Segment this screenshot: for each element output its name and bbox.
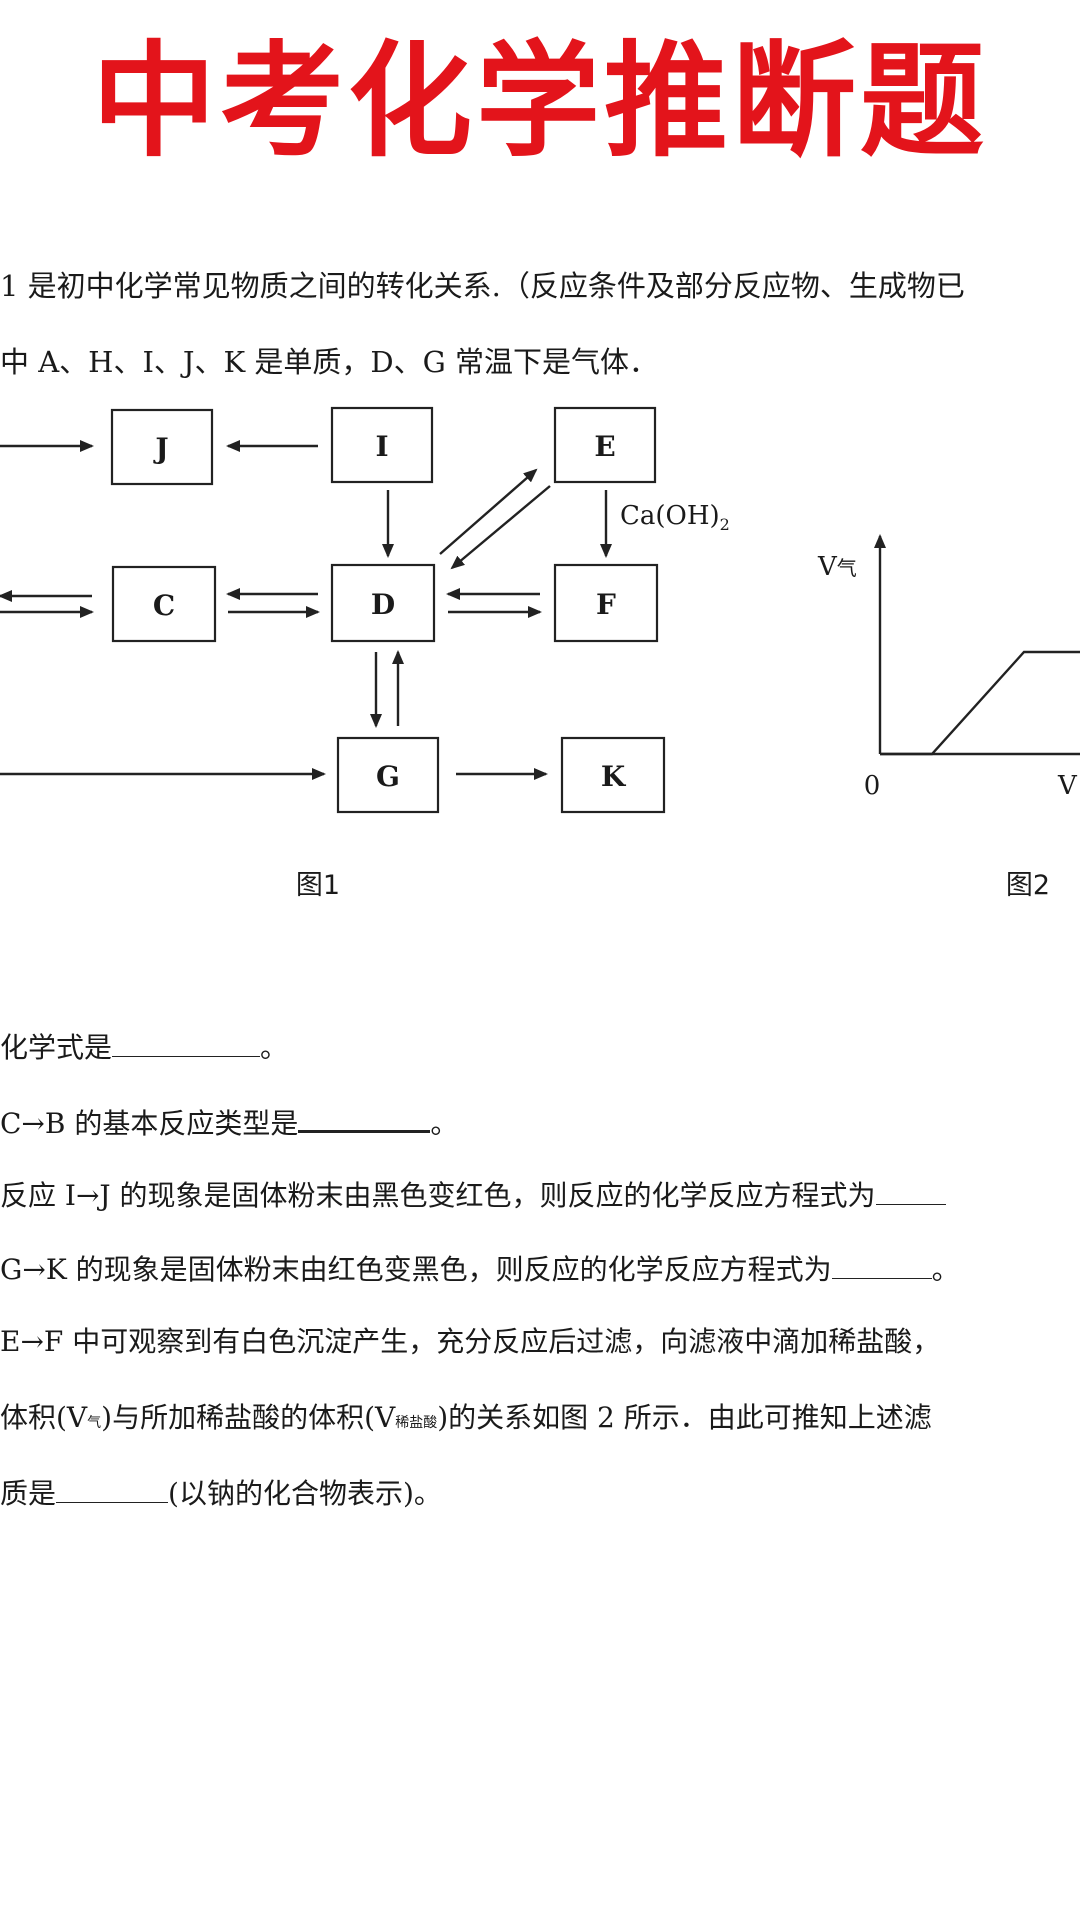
question-2-end: 。 bbox=[430, 1107, 459, 1140]
node-g-label: G bbox=[376, 760, 400, 793]
answer-blank-3[interactable] bbox=[875, 1180, 946, 1205]
question-5-line-3: 质是 (以钠的化合物表示)。 bbox=[0, 1478, 442, 1508]
question-5-line-1: E→F 中可观察到有白色沉淀产生，充分反应后过滤，向滤液中滴加稀盐酸， bbox=[0, 1328, 940, 1356]
question-5-text-2a: 体积(V bbox=[0, 1401, 88, 1434]
node-i: I bbox=[330, 406, 434, 484]
arrow-e-to-d bbox=[450, 485, 551, 570]
node-i-label: I bbox=[375, 430, 388, 463]
question-2: C→B 的基本反应类型是 。 bbox=[0, 1106, 458, 1138]
question-4-end: 。 bbox=[931, 1253, 960, 1286]
question-5-text-3: 质是 bbox=[0, 1477, 57, 1510]
question-3-text: 反应 I→J 的现象是固体粉末由黑色变红色，则反应的化学反应方程式为 bbox=[0, 1179, 876, 1212]
node-c: C bbox=[111, 565, 217, 643]
question-3: 反应 I→J 的现象是固体粉末由黑色变红色，则反应的化学反应方程式为 bbox=[0, 1180, 946, 1210]
question-5-text-2b: )与所加稀盐酸的体积(V bbox=[101, 1401, 396, 1434]
figure2-origin-label: 0 bbox=[864, 771, 881, 801]
node-d-label: D bbox=[371, 588, 395, 621]
figure2-caption: 图2 bbox=[1006, 870, 1050, 901]
figure2-y-label-main: V bbox=[817, 552, 838, 582]
answer-blank-4[interactable] bbox=[831, 1254, 932, 1279]
node-e-label: E bbox=[594, 430, 615, 463]
question-1-text: 化学式是 bbox=[0, 1031, 113, 1064]
intro-line-1: 1 是初中化学常见物质之间的转化关系.（反应条件及部分反应物、生成物已 bbox=[0, 269, 965, 303]
figure1-caption: 图1 bbox=[296, 870, 340, 901]
question-1: 化学式是 。 bbox=[0, 1032, 288, 1062]
question-1-end: 。 bbox=[260, 1031, 289, 1064]
figure2-plot: V气 0 V bbox=[817, 534, 1080, 801]
reagent-subscript: 2 bbox=[720, 515, 730, 534]
question-4: G→K 的现象是固体粉末由红色变黑色，则反应的化学反应方程式为 。 bbox=[0, 1254, 960, 1284]
node-f-label: F bbox=[596, 588, 616, 621]
reagent-formula: Ca(OH) bbox=[620, 501, 720, 531]
node-c-label: C bbox=[153, 589, 175, 622]
question-5-end: (以钠的化合物表示)。 bbox=[168, 1477, 442, 1510]
figure2-y-label: V气 bbox=[817, 552, 857, 582]
question-5-line-2: 体积(V气)与所加稀盐酸的体积(V稀盐酸)的关系如图 2 所示．由此可推知上述滤 bbox=[0, 1404, 932, 1432]
arrow-d-to-e bbox=[439, 468, 538, 555]
node-g: G bbox=[336, 736, 440, 814]
answer-blank-2[interactable] bbox=[298, 1106, 431, 1133]
question-2-text: C→B 的基本反应类型是 bbox=[0, 1107, 299, 1140]
figure2-y-label-sub: 气 bbox=[837, 556, 857, 580]
node-k-label: K bbox=[601, 760, 627, 793]
figures: J I E C D F G K Ca(OH)2 图1 bbox=[0, 406, 1080, 901]
node-f: F bbox=[553, 563, 659, 643]
question-5-sub-acid: 稀盐酸 bbox=[395, 1415, 438, 1431]
question-5-text-1: E→F 中可观察到有白色沉淀产生，充分反应后过滤，向滤液中滴加稀盐酸， bbox=[0, 1325, 941, 1358]
figure2-x-label: V bbox=[1057, 771, 1078, 801]
answer-blank-1[interactable] bbox=[112, 1032, 261, 1057]
question-4-text: G→K 的现象是固体粉末由红色变黑色，则反应的化学反应方程式为 bbox=[0, 1253, 832, 1286]
figure2-curve bbox=[880, 650, 1080, 756]
intro-line-2: 中 A、H、I、J、K 是单质，D、G 常温下是气体． bbox=[0, 345, 659, 379]
page-title: 中考化学推断题 bbox=[91, 30, 988, 174]
node-j-label: J bbox=[152, 432, 168, 465]
node-k: K bbox=[560, 736, 666, 814]
question-5-text-2c: )的关系如图 2 所示．由此可推知上述滤 bbox=[437, 1401, 932, 1434]
question-5-sub-gas: 气 bbox=[87, 1415, 102, 1431]
node-e: E bbox=[553, 406, 657, 484]
reagent-label: Ca(OH)2 bbox=[620, 501, 730, 534]
answer-blank-5[interactable] bbox=[56, 1478, 169, 1503]
node-j: J bbox=[110, 408, 214, 486]
node-d: D bbox=[330, 563, 436, 643]
